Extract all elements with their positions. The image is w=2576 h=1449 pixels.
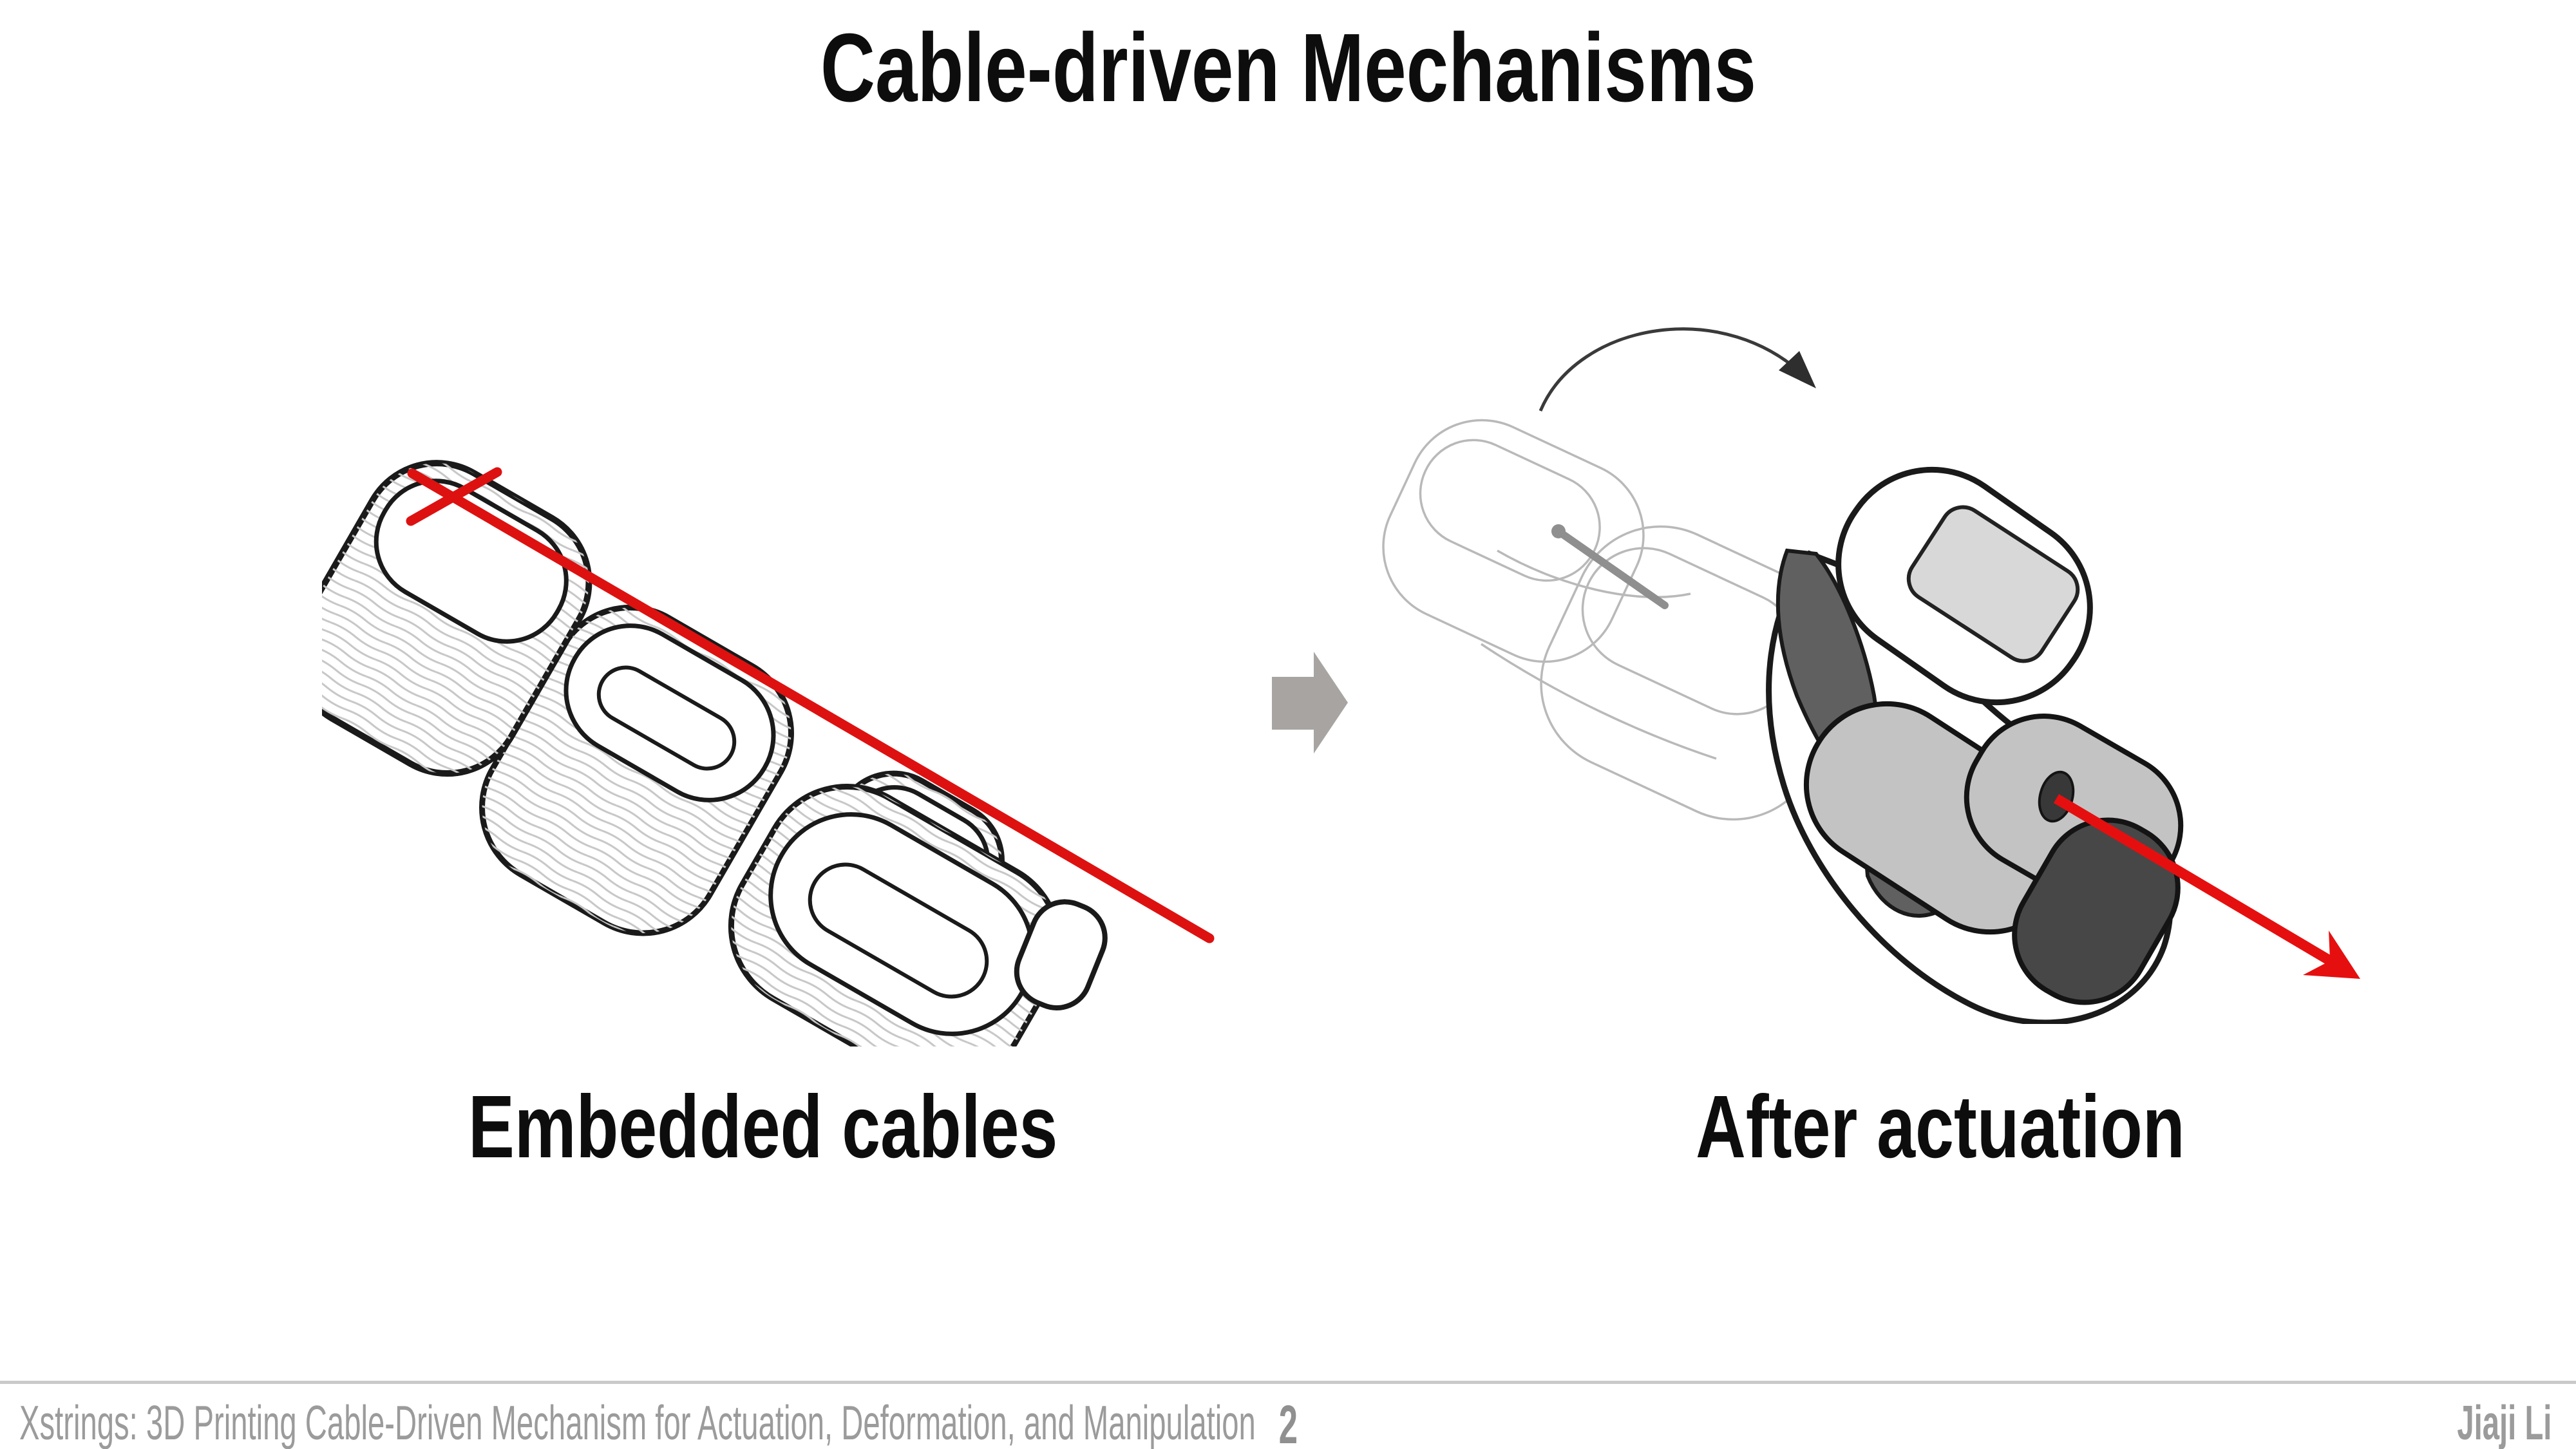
pull-direction-arrow-icon (2053, 794, 2360, 979)
cable-anchor-cross-icon (406, 467, 502, 526)
rotation-arrow-icon (1539, 327, 1816, 412)
slack-cable (1551, 524, 1669, 609)
transition-arrow-icon (1272, 652, 1348, 753)
tip-face-panel (1906, 505, 2080, 663)
footer-paper-title: Xstrings: 3D Printing Cable-Driven Mecha… (19, 1396, 1256, 1449)
footer-author: Jiaji Li (2456, 1396, 2552, 1449)
caption-embedded-cables: Embedded cables (468, 1077, 1058, 1177)
page-title: Cable-driven Mechanisms (0, 19, 2576, 116)
base-end-cap (2012, 817, 2181, 1005)
footer-divider (0, 1381, 2576, 1384)
embedded-cables-illustration (322, 460, 1215, 1046)
caption-after-actuation: After actuation (1696, 1077, 2185, 1177)
tip-segment (322, 460, 592, 777)
base-segment (728, 784, 1063, 1046)
cable-line (407, 468, 1215, 943)
footer-page-number: 2 (1278, 1394, 1298, 1449)
page-title-text: Cable-driven Mechanisms (820, 13, 1756, 122)
middle-segment (479, 604, 794, 936)
base-corner-bump (1014, 899, 1108, 1010)
after-actuation-illustration (1382, 327, 2360, 1024)
